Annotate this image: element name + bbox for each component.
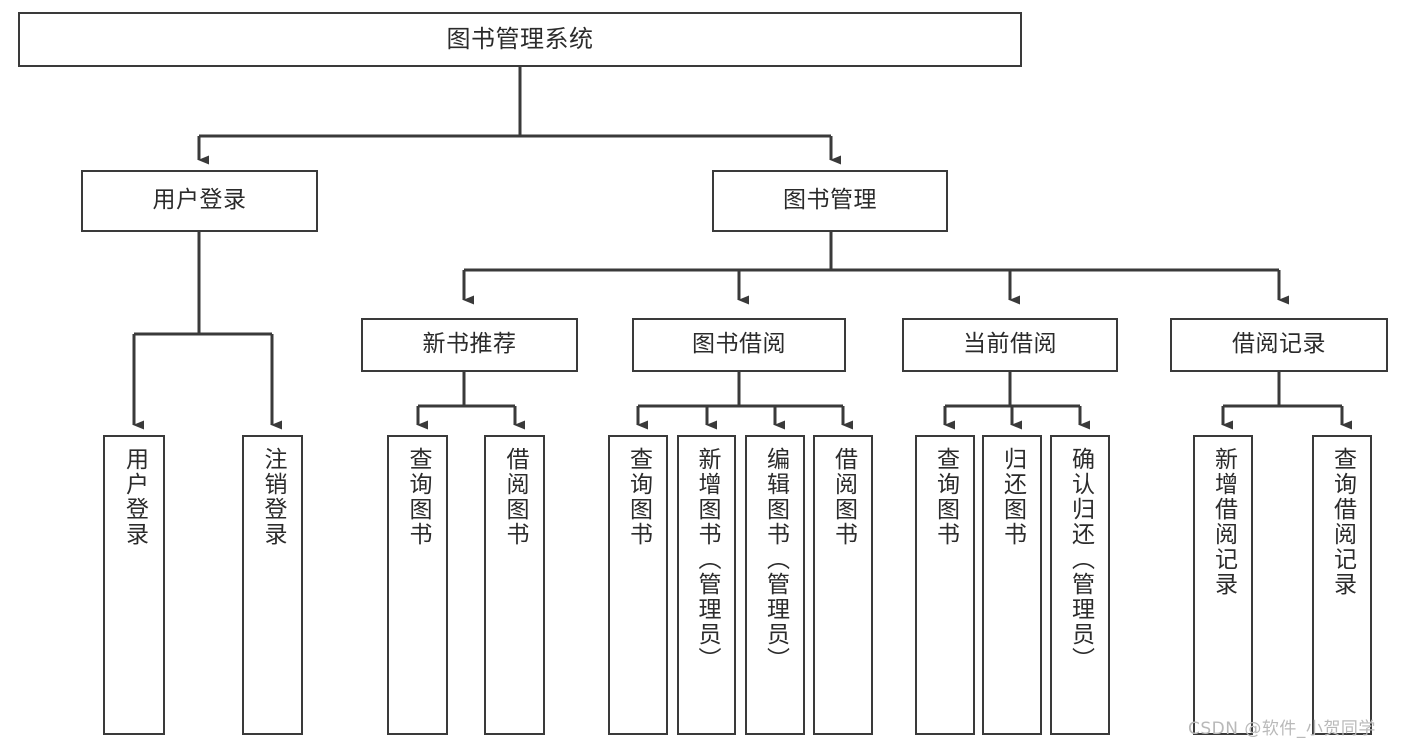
node-leaf-borrow-book-2-label: 借阅图书 [830,447,857,547]
node-book-borrow[interactable]: 图书借阅 [632,318,846,372]
node-current-borrow-label: 当前借阅 [963,331,1057,358]
node-leaf-add-borrow-record-label: 新增借阅记录 [1210,447,1237,597]
node-current-borrow[interactable]: 当前借阅 [902,318,1118,372]
node-user-login[interactable]: 用户登录 [81,170,318,232]
node-leaf-confirm-return[interactable]: 确认归还（管理员） [1050,435,1110,735]
node-user-login-label: 用户登录 [152,187,247,214]
node-root-label: 图书管理系统 [446,25,594,54]
node-borrow-record[interactable]: 借阅记录 [1170,318,1388,372]
node-leaf-query-book-1-label: 查询图书 [405,447,431,547]
node-leaf-edit-book-label: 编辑图书（管理员） [762,447,789,672]
node-leaf-user-login[interactable]: 用户登录 [103,435,165,735]
node-leaf-query-book-1[interactable]: 查询图书 [387,435,448,735]
node-leaf-query-book-3[interactable]: 查询图书 [915,435,975,735]
node-book-management[interactable]: 图书管理 [712,170,948,232]
node-leaf-borrow-book-2[interactable]: 借阅图书 [813,435,873,735]
node-leaf-return-book[interactable]: 归还图书 [982,435,1042,735]
node-leaf-query-book-2[interactable]: 查询图书 [608,435,668,735]
node-new-book-recommend-label: 新书推荐 [422,331,517,358]
node-leaf-confirm-return-label: 确认归还（管理员） [1067,447,1094,672]
node-leaf-query-borrow-record-label: 查询借阅记录 [1329,447,1356,597]
node-new-book-recommend[interactable]: 新书推荐 [361,318,578,372]
node-leaf-query-book-2-label: 查询图书 [625,447,652,547]
node-leaf-borrow-book-1[interactable]: 借阅图书 [484,435,545,735]
node-root[interactable]: 图书管理系统 [18,12,1022,67]
node-leaf-add-book[interactable]: 新增图书（管理员） [677,435,736,735]
node-book-borrow-label: 图书借阅 [692,331,786,358]
node-leaf-return-book-label: 归还图书 [999,447,1026,547]
node-leaf-query-book-3-label: 查询图书 [932,447,959,547]
node-leaf-logout-login-label: 注销登录 [260,447,286,547]
node-leaf-edit-book[interactable]: 编辑图书（管理员） [745,435,805,735]
node-leaf-add-book-label: 新增图书（管理员） [694,447,720,672]
node-leaf-add-borrow-record[interactable]: 新增借阅记录 [1193,435,1253,735]
node-book-management-label: 图书管理 [783,187,877,214]
node-leaf-query-borrow-record[interactable]: 查询借阅记录 [1312,435,1372,735]
node-leaf-logout-login[interactable]: 注销登录 [242,435,303,735]
node-borrow-record-label: 借阅记录 [1232,331,1326,358]
node-leaf-user-login-label: 用户登录 [121,447,148,547]
node-leaf-borrow-book-1-label: 借阅图书 [502,447,528,547]
